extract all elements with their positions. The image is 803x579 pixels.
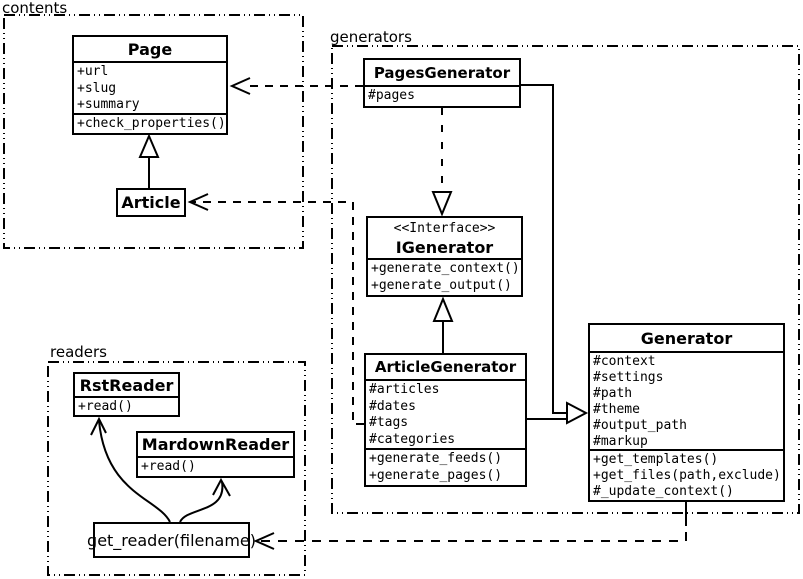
method: +read() <box>78 399 133 414</box>
class-igenerator-title: IGenerator <box>395 237 494 257</box>
association-getreader-to-mardownreader <box>179 481 224 523</box>
class-pagesgenerator-attributes: #pages <box>365 85 519 106</box>
open-arrowhead-icon <box>90 416 107 436</box>
class-articlegenerator: ArticleGenerator #articles #dates #tags … <box>364 353 527 487</box>
readers-package-label: readers <box>50 343 107 361</box>
class-generator-attributes: #context #settings #path #theme #output_… <box>590 351 783 449</box>
class-mardownreader: MardownReader +read() <box>136 431 295 478</box>
attribute: #output_path <box>593 418 687 433</box>
hollow-triangle-icon <box>431 191 453 217</box>
attribute: #context <box>593 354 656 369</box>
class-page-methods: +check_properties() <box>74 113 226 133</box>
class-igenerator-header: <<Interface>> IGenerator <box>368 218 521 258</box>
attribute: #categories <box>369 431 456 447</box>
class-igenerator: <<Interface>> IGenerator +generate_conte… <box>366 216 523 297</box>
method: +get_templates() <box>593 452 719 467</box>
class-generator-title: Generator <box>640 328 733 348</box>
class-rstreader-methods: +read() <box>75 396 178 415</box>
class-generator: Generator #context #settings #path #them… <box>588 323 785 502</box>
hollow-triangle-icon <box>138 133 160 158</box>
open-arrowhead-icon <box>229 77 251 95</box>
function-get-reader-label: get_reader(filename) <box>87 530 256 550</box>
generators-package-label: generators <box>330 28 412 46</box>
hollow-triangle-icon <box>566 401 589 425</box>
method: +check_properties() <box>77 116 226 131</box>
class-article-title: Article <box>121 193 181 212</box>
contents-package-label: contents <box>2 0 68 17</box>
attribute: #path <box>593 386 633 401</box>
attribute: #theme <box>593 402 640 417</box>
method: +generate_context() <box>371 261 520 276</box>
attribute: #tags <box>369 415 409 430</box>
class-articlegenerator-methods: +generate_feeds() +generate_pages() <box>366 448 525 485</box>
method: +read() <box>141 459 196 474</box>
method: +generate_feeds() <box>369 451 503 466</box>
attribute: #articles <box>369 382 440 397</box>
class-rstreader: RstReader +read() <box>73 372 180 417</box>
class-page: Page +url +slug +summary +check_properti… <box>72 35 228 135</box>
attribute: #dates <box>369 398 416 414</box>
contents-package-border <box>3 14 304 249</box>
method: +get_files(path,exclude) <box>593 468 781 483</box>
dependency-articlegenerator-to-article <box>192 201 364 425</box>
class-pagesgenerator-title: PagesGenerator <box>373 63 511 82</box>
attribute: #settings <box>593 370 664 385</box>
attribute: #markup <box>593 434 648 449</box>
class-rstreader-title: RstReader <box>79 375 174 395</box>
association-getreader-to-rstreader <box>98 420 171 523</box>
function-get-reader: get_reader(filename) <box>87 522 256 558</box>
class-mardownreader-methods: +read() <box>138 456 293 476</box>
open-arrowhead-icon <box>212 477 231 497</box>
hollow-triangle-icon <box>432 296 454 322</box>
class-page-attributes: +url +slug +summary <box>74 61 226 113</box>
attribute: #pages <box>368 88 415 103</box>
class-articlegenerator-attributes: #articles #dates #tags #categories <box>366 379 525 448</box>
open-arrowhead-icon <box>187 193 209 211</box>
dependency-generator-to-getreader <box>258 532 687 542</box>
generators-package-border <box>331 45 800 514</box>
class-article: Article <box>116 188 186 217</box>
readers-package-border <box>47 361 306 576</box>
class-igenerator-stereotype: <<Interface>> <box>393 221 496 236</box>
method: +generate_pages() <box>369 467 503 483</box>
method: +generate_output() <box>371 277 512 293</box>
class-igenerator-methods: +generate_context() +generate_output() <box>368 258 521 295</box>
attribute: +slug <box>77 80 117 96</box>
generalization-pagesgenerator-to-generator <box>521 84 567 414</box>
class-generator-methods: +get_templates() +get_files(path,exclude… <box>590 449 783 500</box>
method: #_update_context() <box>593 484 734 499</box>
class-pagesgenerator: PagesGenerator #pages <box>363 58 521 108</box>
open-arrowhead-icon <box>253 532 275 550</box>
attribute: +summary <box>77 97 140 112</box>
class-articlegenerator-title: ArticleGenerator <box>374 358 517 376</box>
attribute: +url <box>77 64 109 79</box>
class-page-title: Page <box>127 39 173 59</box>
class-mardownreader-title: MardownReader <box>141 435 290 454</box>
